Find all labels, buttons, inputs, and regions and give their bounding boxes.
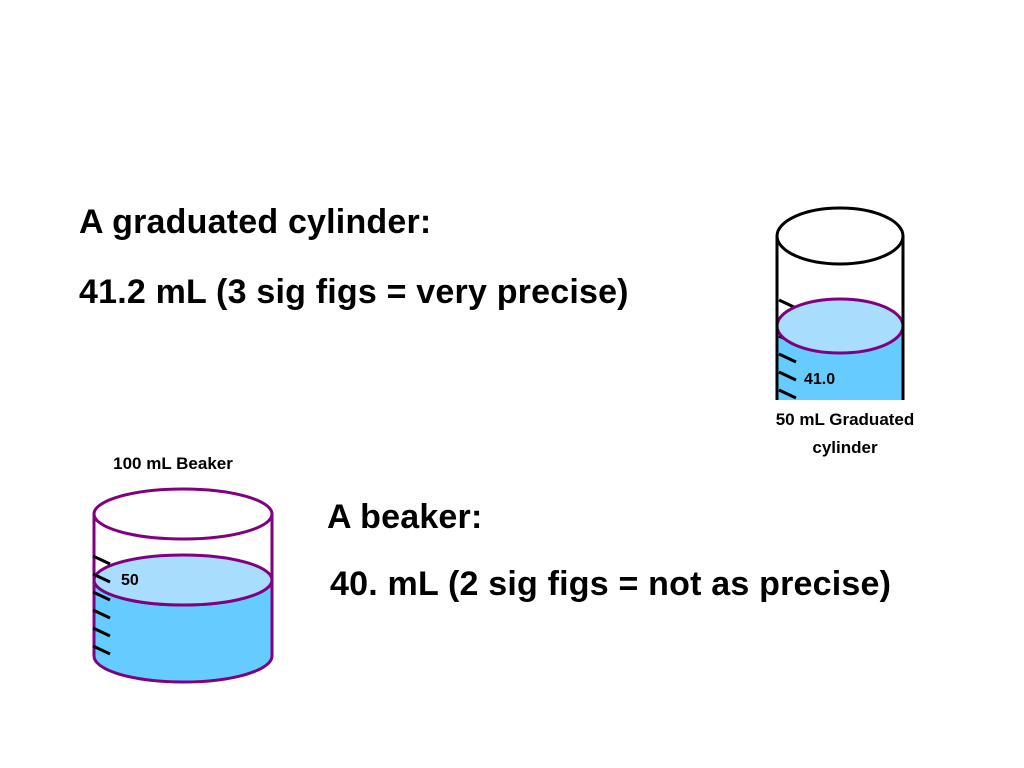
beaker-rim [92, 487, 274, 541]
beaker: 50 [92, 487, 274, 684]
cylinder-heading: A graduated cylinder: [79, 203, 432, 241]
graduated-cylinder: 41.0 [775, 206, 905, 400]
cylinder-tick [778, 352, 797, 364]
beaker-heading: A beaker: [327, 498, 483, 536]
beaker-tick [92, 626, 111, 638]
cylinder-rim [775, 206, 905, 266]
cylinder-tick [778, 388, 797, 400]
cylinder-scale-label: 41.0 [804, 371, 835, 388]
cylinder-caption-line2: cylinder [812, 438, 878, 457]
beaker-tick-marks [92, 554, 111, 656]
cylinder-caption-line1: 50 mL Graduated [775, 410, 915, 429]
beaker-tick [92, 554, 111, 566]
beaker-tick [92, 608, 111, 620]
beaker-tick [92, 644, 111, 656]
beaker-caption: 100 mL Beaker [113, 454, 233, 473]
beaker-tick [92, 572, 111, 584]
cylinder-liquid-body [777, 326, 903, 400]
beaker-measurement: 40. mL (2 sig figs = not as precise) [330, 565, 892, 603]
beaker-scale-label: 50 [121, 572, 139, 589]
beaker-tick [92, 590, 111, 602]
cylinder-measurement: 41.2 mL (3 sig figs = very precise) [79, 273, 629, 311]
cylinder-caption: 50 mL Graduated cylinder [745, 406, 945, 462]
cylinder-liquid-surface [775, 297, 905, 355]
cylinder-tick [778, 370, 797, 382]
